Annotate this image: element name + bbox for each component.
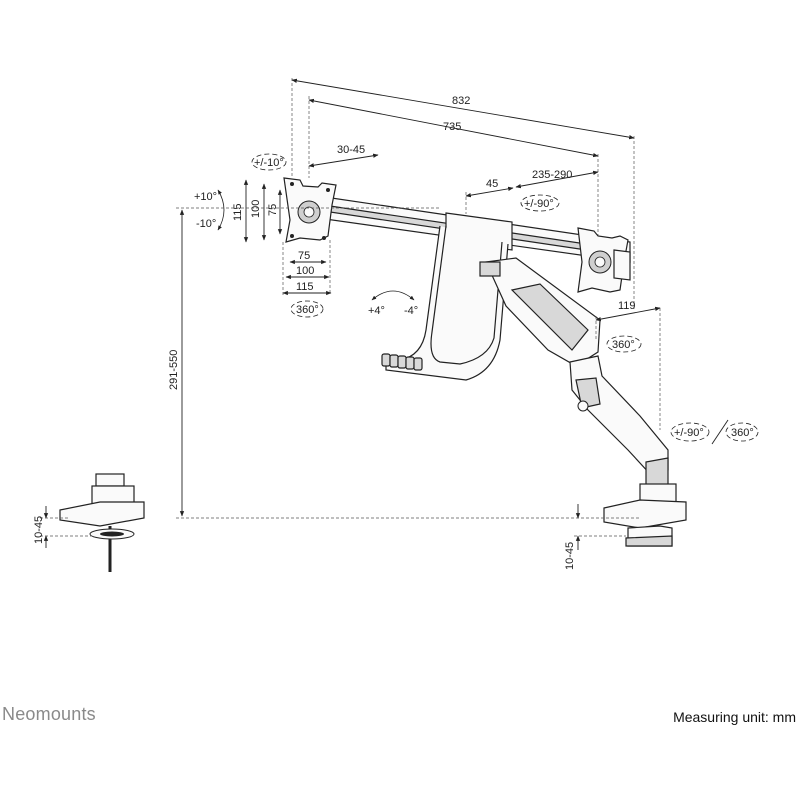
carry-handle	[381, 225, 509, 381]
vesa-100-v-label: 100	[250, 200, 262, 218]
vesa-plate-right	[577, 227, 631, 293]
dim-235-290-label: 235-290	[532, 169, 572, 181]
desk-clamp-left	[59, 473, 145, 572]
level-indicator: +4° -4°	[368, 290, 418, 317]
swivel-indicator: +/-90°	[520, 194, 560, 212]
dim-45-label: 45	[486, 178, 498, 190]
base-rotate-indicators: +/-90° 360°	[670, 419, 759, 445]
dimension-clamp-right: 10-45	[564, 504, 626, 570]
clamp-right-label: 10-45	[564, 542, 576, 570]
base-swivel-label: +/-90°	[674, 427, 704, 439]
arm-rotate-indicator: 360°	[606, 335, 642, 353]
dim-832-label: 832	[452, 95, 470, 107]
dimension-30-45: 30-45	[308, 144, 379, 168]
arm-rotate-label: 360°	[612, 339, 635, 351]
vesa-horizontal-dimensions: 75 100 115 360°	[282, 240, 332, 318]
tilt-up-label: +10°	[194, 191, 217, 203]
dimension-clamp-left: 10-45	[33, 506, 92, 548]
tilt-top-label: +/-10°	[254, 157, 284, 169]
dimension-119: 119	[595, 300, 661, 430]
dimension-45: 45	[465, 178, 514, 214]
dimension-height: 291-550	[168, 207, 640, 519]
clamp-left-label: 10-45	[33, 516, 45, 544]
dimension-235-290: 235-290	[515, 169, 599, 189]
vesa-75-h-label: 75	[298, 250, 310, 262]
vesa-75-v-label: 75	[267, 204, 279, 216]
desk-clamp-right	[603, 483, 687, 547]
dim-30-45-label: 30-45	[337, 144, 365, 156]
dim-119-label: 119	[618, 300, 636, 312]
vesa-plate-left	[283, 177, 337, 243]
tilt-down-label: -10°	[196, 218, 216, 230]
rotate-display-label: 360°	[296, 304, 319, 316]
vesa-100-h-label: 100	[296, 265, 314, 277]
dimension-735: 735	[308, 96, 599, 240]
measuring-unit-note: Measuring unit: mm	[673, 709, 796, 725]
swivel-label: +/-90°	[524, 198, 554, 210]
handle-grip	[381, 353, 423, 371]
base-rotate-label: 360°	[731, 427, 754, 439]
lower-arm	[569, 355, 669, 487]
dim-735-label: 735	[443, 121, 461, 133]
vesa-115-h-label: 115	[296, 281, 314, 293]
tilt-indicator: +/-10° +10° -10°	[194, 153, 287, 231]
level-plus-label: +4°	[368, 305, 385, 317]
vesa-115-v-label: 115	[232, 203, 244, 221]
level-minus-label: -4°	[404, 305, 418, 317]
vesa-vertical-dimensions: 115 100 75	[232, 179, 283, 243]
height-label: 291-550	[168, 350, 180, 390]
brand-logo-text: Neomounts	[2, 704, 96, 724]
